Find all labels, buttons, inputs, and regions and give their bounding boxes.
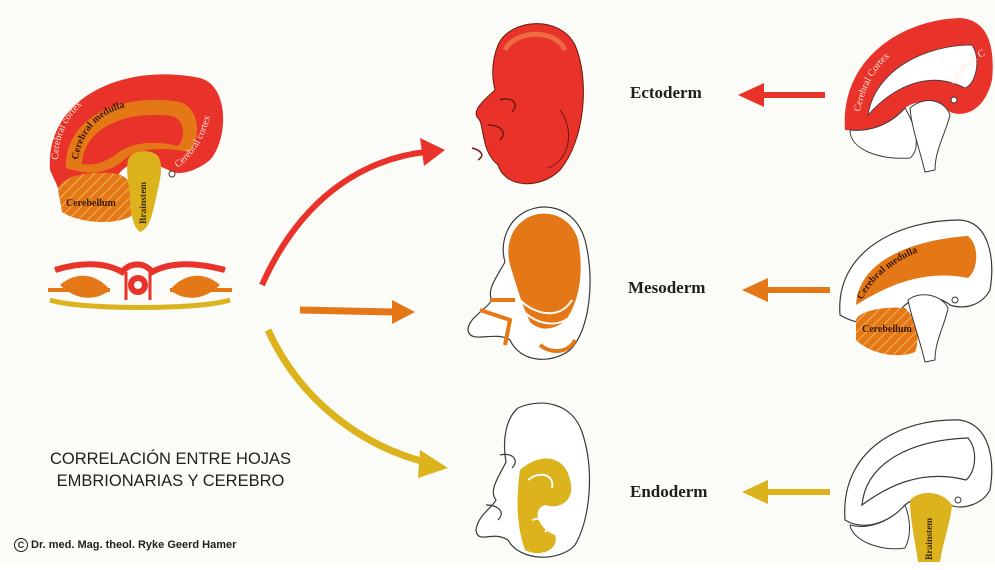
- embryo-ectoderm: [472, 24, 583, 184]
- arrow-ectoderm: [738, 83, 825, 107]
- caption-line-2: EMBRIONARIAS Y CEREBRO: [18, 470, 323, 492]
- embryo-endoderm: [476, 403, 589, 557]
- copyright: C Dr. med. Mag. theol. Ryke Geerd Hamer: [14, 538, 236, 552]
- left-brainstem-label: Brainstem: [139, 182, 149, 224]
- embryo-mesoderm: [468, 207, 590, 359]
- label-mesoderm: Mesoderm: [628, 278, 705, 298]
- arrow-endoderm: [742, 480, 830, 504]
- arrow-mesoderm: [742, 278, 830, 302]
- copyright-text: Dr. med. Mag. theol. Ryke Geerd Hamer: [31, 539, 236, 551]
- label-ectoderm: Ectoderm: [630, 83, 702, 103]
- embryo-cross-section: [48, 264, 232, 307]
- label-endoderm: Endoderm: [630, 482, 707, 502]
- right-cerebellum-label: Cerebellum: [862, 324, 912, 335]
- arrow-to-mesoderm-embryo: [300, 300, 415, 324]
- arrow-to-ectoderm-embryo: [262, 138, 445, 285]
- caption-line-1: CORRELACIÓN ENTRE HOJAS: [18, 448, 323, 470]
- left-brain: Cerebral cortex Cerebral cortex Cerebral…: [50, 74, 223, 232]
- brain-endoderm: Brainstem: [845, 420, 992, 562]
- copyright-icon: C: [14, 538, 28, 552]
- brain-mesoderm: Cerebral medulla Cerebellum: [840, 220, 992, 362]
- left-cerebellum-label: Cerebellum: [66, 198, 116, 209]
- right-brainstem-label: Brainstem: [925, 518, 935, 560]
- caption: CORRELACIÓN ENTRE HOJAS EMBRIONARIAS Y C…: [18, 448, 323, 492]
